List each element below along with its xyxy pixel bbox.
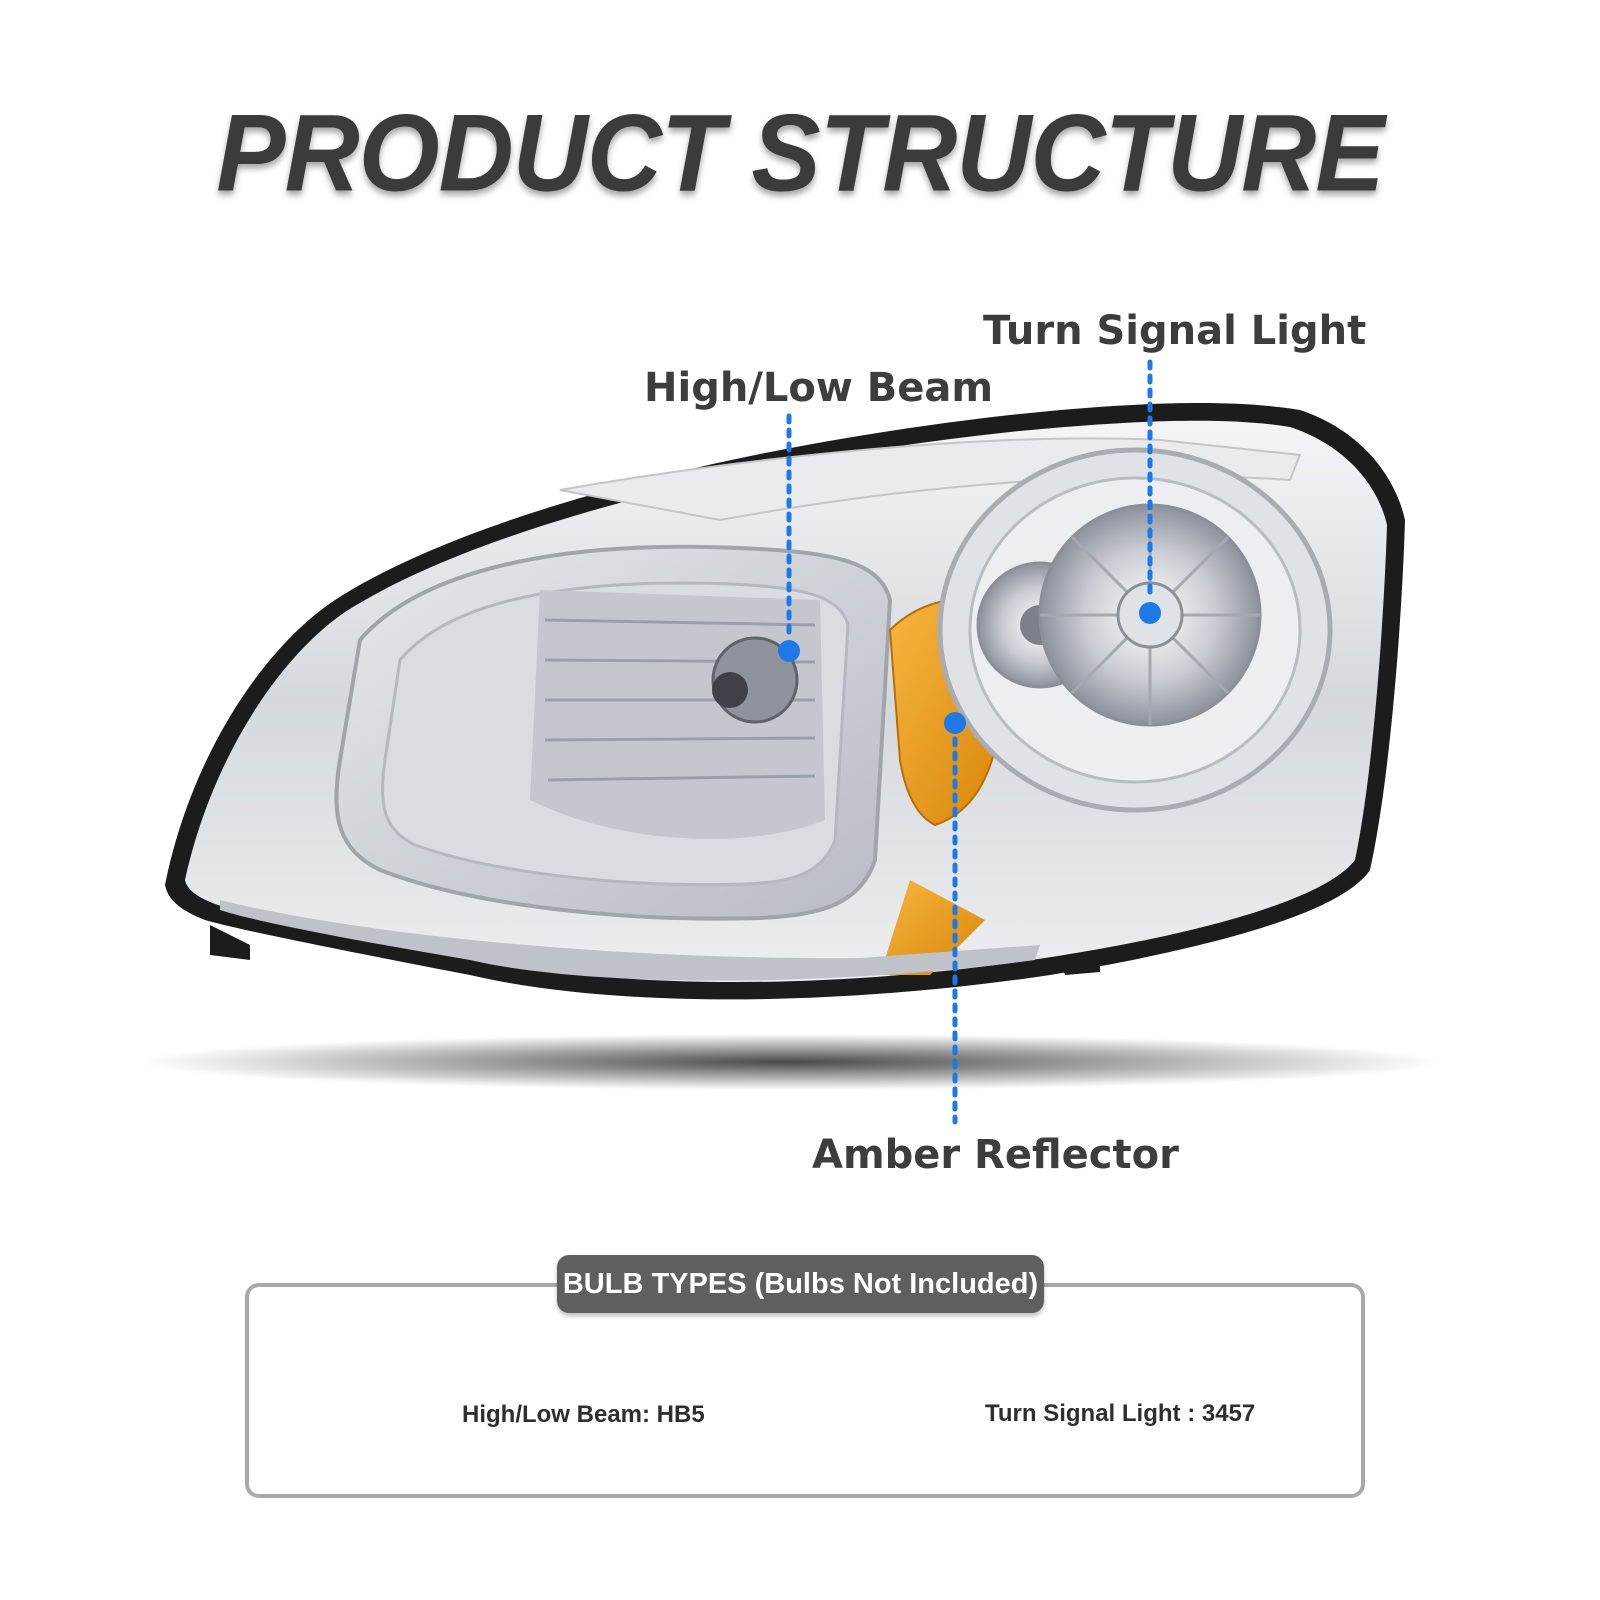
lower-chrome-trim bbox=[220, 900, 1040, 981]
mounting-tab-right bbox=[1060, 955, 1100, 975]
bulb-label-high-low-beam: High/Low Beam: HB5 bbox=[462, 1401, 705, 1428]
callout-high-low-beam: High/Low Beam bbox=[644, 365, 994, 411]
bulb-label-turn-signal-light: Turn Signal Light : 3457 bbox=[985, 1400, 1256, 1427]
low-beam-socket-inner bbox=[712, 672, 748, 708]
marker-turn-signal bbox=[1139, 602, 1161, 624]
marker-amber bbox=[944, 712, 966, 734]
amber-reflector-lower bbox=[880, 880, 985, 975]
mounting-tab-left bbox=[210, 925, 250, 960]
page-title: PRODUCT STRUCTURE bbox=[216, 93, 1384, 215]
callout-amber-reflector: Amber Reflector bbox=[812, 1132, 1179, 1178]
ground-shadow bbox=[140, 1034, 1440, 1090]
bulb-types-box bbox=[245, 1283, 1365, 1498]
bulb-types-header: BULB TYPES (Bulbs Not Included) bbox=[557, 1255, 1044, 1313]
callout-turn-signal-light: Turn Signal Light bbox=[983, 308, 1367, 354]
marker-high-low bbox=[778, 640, 800, 662]
